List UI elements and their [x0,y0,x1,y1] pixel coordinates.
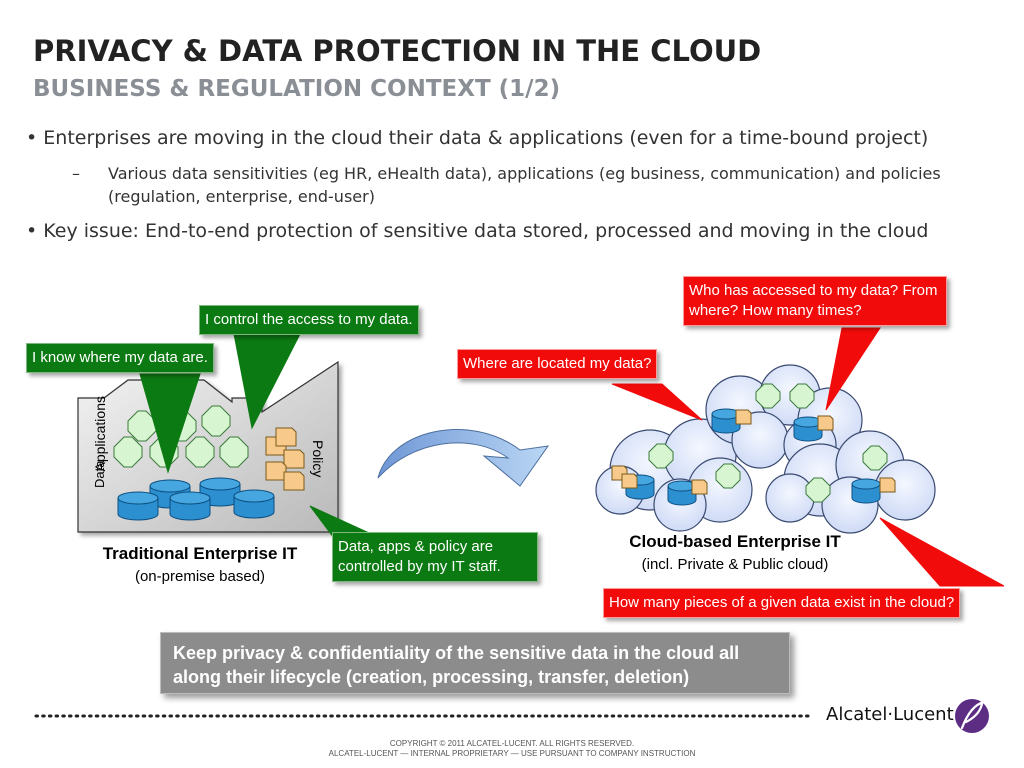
cloud-caption-sub: (incl. Private & Public cloud) [641,556,829,573]
bullet-item: • Key issue: End-to-end protection of se… [26,220,929,242]
application-hexagons [113,405,249,468]
footer-copyright: COPYRIGHT © 2011 ALCATEL-LUCENT. ALL RIG… [389,739,635,748]
callout-how-many-pieces: How many pieces of a given data exist in… [603,588,961,618]
bullet-text: Key issue: End-to-end protection of sens… [43,220,929,242]
traditional-caption-sub: (on-premise based) [134,568,266,585]
data-cylinders [117,477,275,521]
cloud-caption-title: Cloud-based Enterprise IT [629,532,841,551]
cloud-documents [611,409,896,495]
label-applications: Applications [92,396,108,472]
sub-bullet-dash: – [72,164,80,183]
footer-proprietary: ALCATEL-LUCENT — INTERNAL PROPRIETARY — … [328,749,696,758]
callout-know-where: I know where my data are. [26,343,214,373]
page-title: PRIVACY & DATA PROTECTION IN THE CLOUD [33,34,762,68]
green-callout-tails [139,333,381,539]
red-callout-tails [611,327,1005,587]
callout-where-located: Where are located my data? [457,349,658,379]
bullet-text: Enterprises are moving in the cloud thei… [43,127,929,149]
policy-documents [265,427,305,491]
sub-bullet-text: Various data sensitivities (eg HR, eHeal… [108,164,941,206]
brand-logo-icon [955,699,989,733]
callout-who-accessed: Who has accessed to my data? From where?… [683,276,947,326]
label-policy: Policy [310,440,326,478]
migration-arrow [377,429,550,487]
bullet-dot: • [26,220,38,242]
callout-control-access: I control the access to my data. [199,305,419,335]
cloud-left [595,418,753,532]
key-message-box: Keep privacy & confidentiality of the se… [160,632,790,694]
bullet-item: • Enterprises are moving in the cloud th… [26,127,928,149]
page-subtitle: BUSINESS & REGULATION CONTEXT (1/2) [33,76,561,102]
callout-controlled-by-staff: Data, apps & policy are controlled by my… [332,532,538,582]
brand-name: Alcatel·Lucent [826,704,954,725]
cloud-hexagons [648,383,888,503]
cloud-cylinders [625,408,881,506]
bullet-dot: • [26,127,38,149]
traditional-caption-title: Traditional Enterprise IT [102,544,298,563]
